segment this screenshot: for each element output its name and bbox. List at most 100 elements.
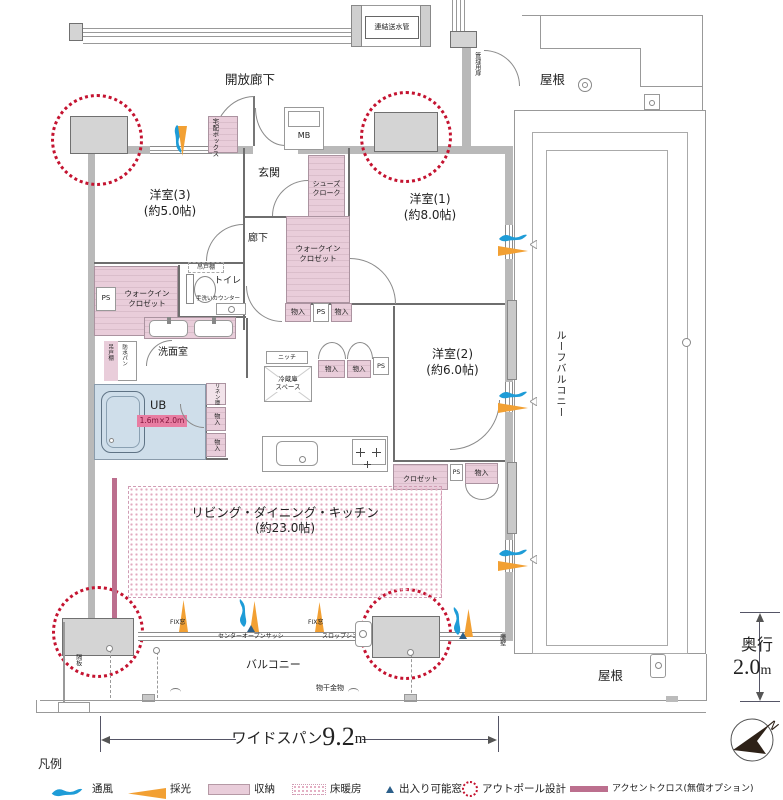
balcony-rail [40, 700, 516, 701]
roof-outline [522, 15, 702, 16]
monoiri-label: 物入 [212, 439, 220, 451]
room3-door-arc [206, 224, 243, 261]
fix-window-label: FIX窓 [308, 619, 324, 626]
meter-box-label: MB [297, 130, 311, 140]
laundry-hook [348, 688, 359, 696]
roof-outline-bottom [515, 700, 706, 701]
accessible-window-icon [386, 786, 394, 793]
daylight-icon [498, 241, 528, 260]
fridge-space: 冷蔵庫 スペース [264, 366, 312, 402]
roof-balcony-label: ルーフバルコニー [554, 330, 565, 418]
open-corridor-label: 開放廊下 [225, 72, 276, 87]
entrance-label: 玄関 [258, 166, 280, 179]
legend-title: 凡例 [38, 757, 63, 771]
wide-span-value: 9.2 [322, 722, 355, 751]
wic-left-label: ウォークイン クロゼット [116, 289, 178, 309]
laundry-pole-top [106, 645, 113, 652]
dim-arrow-right [488, 736, 497, 744]
dim-line [104, 739, 236, 740]
standpipe-post [351, 5, 362, 47]
wind-icon [48, 783, 86, 800]
laundry-pole [411, 654, 413, 698]
dim-arrow-left [101, 736, 110, 744]
balcony-corner-box [58, 702, 90, 713]
shutter-box [507, 300, 517, 380]
fridge-label: 冷蔵庫 スペース [265, 375, 311, 392]
niche: ニッチ [266, 351, 308, 364]
room2-size: (約6.0帖) [426, 362, 479, 377]
depth-label: 奥行 [741, 637, 774, 654]
closet-label: クロゼット [403, 475, 438, 484]
compass-north-label: N [765, 717, 781, 734]
delivery-box [208, 116, 238, 153]
outpole-circle [360, 91, 452, 183]
waterproof-pan-label: 防水パン [121, 344, 128, 366]
handwash-basin [228, 306, 235, 313]
pipe-line [452, 0, 453, 31]
wide-span-unit: m [354, 731, 367, 747]
laundry-hanger-label: 物干金物 [316, 684, 344, 692]
storage-monoiri: 物入 [347, 360, 371, 378]
daylight-icon [498, 556, 528, 575]
room3-name: 洋室(3) [149, 188, 191, 202]
roof-drain [582, 82, 588, 88]
room2-label: 洋室(2) (約6.0帖) [400, 347, 505, 378]
vanity-tap [212, 317, 216, 324]
storage-monoiri: 物入 [465, 463, 498, 484]
unit-bath-label: UB [150, 398, 167, 412]
accessible-window-icon [247, 625, 255, 632]
laundry-pole [110, 650, 112, 698]
pipe-space: PS [313, 303, 329, 322]
room1-door-arc [350, 258, 396, 304]
dim-tick [100, 716, 101, 752]
shoes-closet-line1: シューズ [312, 180, 341, 188]
room1-name: 洋室(1) [409, 192, 451, 206]
entrance-door-leaf [253, 96, 255, 146]
laundry-pole [157, 652, 159, 698]
depth-dimension: 2.0m [733, 654, 771, 680]
legend-wind-label: 通風 [92, 783, 113, 795]
linen-closet: リネン庫 [206, 383, 226, 405]
standpipe-post [420, 5, 431, 47]
burner-icon [364, 453, 371, 472]
slop-sink-basin [359, 630, 367, 638]
shutter-box [507, 462, 517, 534]
balcony-label: バルコニー [246, 658, 301, 671]
dim-line [759, 616, 760, 698]
wall-interior [285, 303, 505, 305]
service-door-label: 管理用扉 [473, 52, 481, 76]
storage-monoiri: 物入 [285, 303, 311, 322]
room2-name: 洋室(2) [432, 347, 473, 361]
dim-tick [740, 612, 780, 613]
linen-label: リネン庫 [213, 383, 220, 405]
depth-value: 2.0 [733, 654, 761, 679]
storage-monoiri: 物入 [318, 360, 345, 378]
closet-door-arc [347, 342, 360, 359]
roof-outline-bottom [706, 654, 707, 701]
hallway-label: 廊下 [248, 233, 268, 244]
laundry-hook [170, 688, 181, 696]
legend-accessible-window-label: 出入り可能窓 [399, 783, 462, 795]
window-marker [529, 391, 538, 410]
mb-door-arc [255, 108, 285, 146]
pipe-line [83, 32, 352, 33]
accent-cloth-stripe [112, 478, 117, 618]
closet-door-arc [360, 342, 373, 359]
outpole-circle [360, 588, 452, 680]
pipe-line [456, 0, 457, 31]
toilet-cabinet-label: 吊戸棚 [188, 262, 224, 273]
dim-tick [740, 701, 780, 702]
standpipe-label: 連結送水管 [365, 16, 419, 39]
wic-line1: ウォークイン [124, 289, 170, 298]
outpole-circle [52, 586, 144, 678]
ldk-name: リビング・ダイニング・キッチン [191, 505, 379, 520]
shoes-closet [308, 155, 345, 218]
balcony-rail-outer [36, 712, 706, 713]
wall-interior [178, 265, 180, 327]
wall-interior [246, 318, 248, 378]
outpole-circle [51, 94, 143, 186]
delivery-box-label: 宅配ボックス [210, 118, 219, 157]
storage-monoiri: 物入 [206, 407, 226, 431]
legend-storage-label: 収納 [254, 783, 275, 795]
